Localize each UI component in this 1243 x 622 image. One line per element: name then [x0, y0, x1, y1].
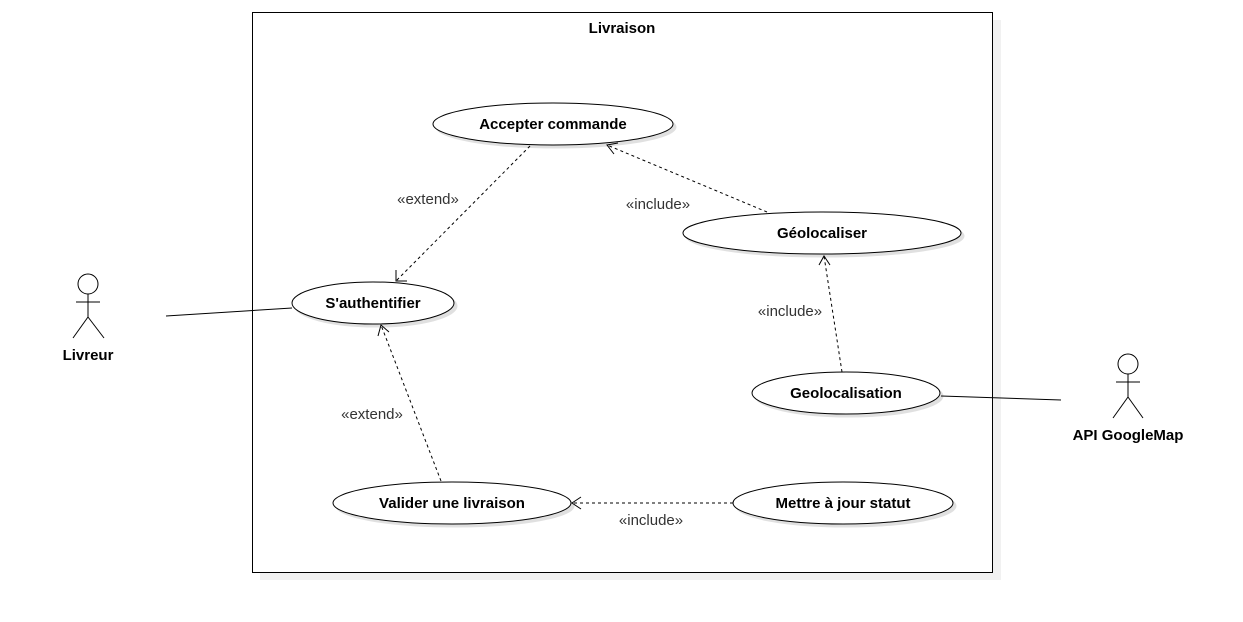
include-geoloc-accepter: [606, 142, 768, 213]
use-case-geolocalisation[interactable]: Geolocalisation: [751, 371, 941, 415]
actor-api-googlemap[interactable]: API GoogleMap: [1073, 353, 1184, 444]
use-case-valider-livraison[interactable]: Valider une livraison: [332, 481, 572, 525]
system-title: Livraison: [589, 20, 656, 37]
include-label-1: «include»: [626, 196, 690, 213]
include-label-2: «include»: [758, 303, 822, 320]
include-mettre-valider: [571, 496, 733, 510]
stick-figure-icon: [1112, 353, 1144, 419]
use-case-label: Geolocalisation: [790, 385, 902, 402]
use-case-label: Accepter commande: [479, 116, 627, 133]
extend-accepter-auth: [395, 145, 531, 282]
actor-label: Livreur: [63, 347, 114, 364]
use-case-accepter-commande[interactable]: Accepter commande: [432, 102, 674, 146]
actor-label: API GoogleMap: [1073, 427, 1184, 444]
use-case-label: Géolocaliser: [777, 225, 867, 242]
use-case-label: S'authentifier: [325, 295, 420, 312]
association-api-geolocalisation: [940, 395, 1062, 401]
include-geolocalisation-geoloc: [818, 255, 843, 373]
stick-figure-icon: [72, 273, 105, 339]
use-case-sauthentifier[interactable]: S'authentifier: [291, 281, 455, 325]
actor-livreur[interactable]: Livreur: [63, 273, 114, 364]
extend-label-2: «extend»: [341, 406, 403, 423]
use-case-mettre-a-jour-statut[interactable]: Mettre à jour statut: [732, 481, 954, 525]
association-livreur-auth: [165, 307, 293, 317]
use-case-label: Valider une livraison: [379, 495, 525, 512]
extend-valider-auth: [377, 324, 442, 482]
use-case-label: Mettre à jour statut: [775, 495, 910, 512]
relations: [377, 142, 843, 510]
include-label-3: «include»: [619, 512, 683, 529]
use-case-geolocaliser[interactable]: Géolocaliser: [682, 211, 962, 255]
extend-label-1: «extend»: [397, 191, 459, 208]
